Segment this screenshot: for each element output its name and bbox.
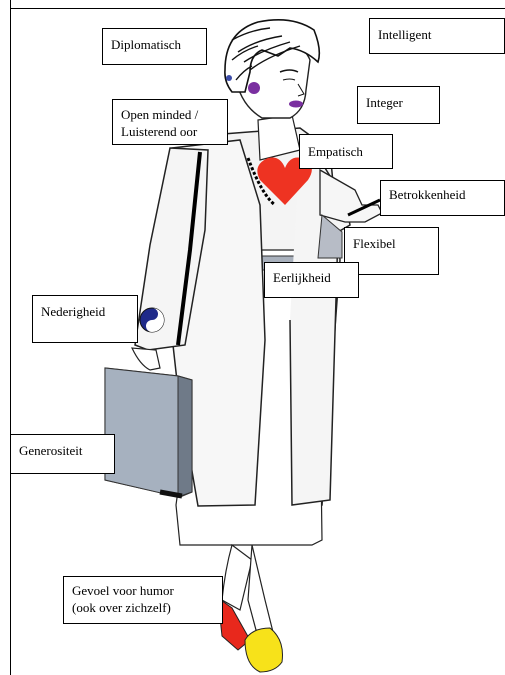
shoe-right bbox=[245, 628, 283, 672]
label-betrokkenheid: Betrokkenheid bbox=[380, 180, 505, 216]
label-intelligent: Intelligent bbox=[369, 18, 505, 54]
earring bbox=[248, 82, 260, 94]
label-eerlijkheid: Eerlijkheid bbox=[264, 262, 359, 298]
label-empatisch: Empatisch bbox=[299, 134, 393, 169]
label-nederigheid: Nederigheid bbox=[32, 295, 138, 343]
lips bbox=[289, 101, 303, 108]
yin-yang-icon bbox=[140, 308, 164, 332]
label-integer: Integer bbox=[357, 86, 440, 124]
label-generositeit: Generositeit bbox=[10, 434, 115, 474]
label-diplomatisch: Diplomatisch bbox=[102, 28, 207, 65]
label-gevoel-voor-humor: Gevoel voor humor (ook over zichzelf) bbox=[63, 576, 223, 624]
label-open-minded: Open minded / Luisterend oor bbox=[112, 99, 228, 145]
briefcase-icon bbox=[105, 368, 192, 497]
